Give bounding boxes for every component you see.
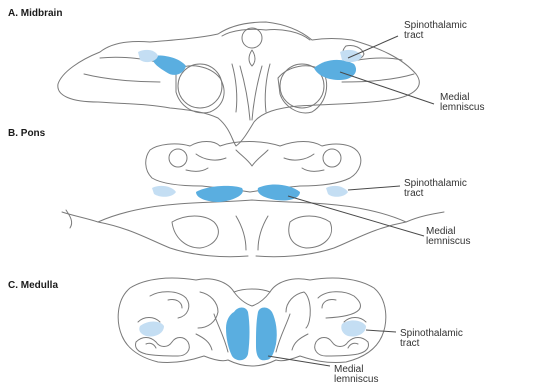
label-spinothalamic-medulla-line2: tract — [400, 338, 420, 349]
leader-medial-midbrain — [340, 72, 434, 104]
spinothalamic-tract-medulla-left — [139, 322, 164, 337]
label-spinothalamic-midbrain-line2: tract — [404, 30, 424, 41]
label-medial-pons-line2: lemniscus — [426, 236, 470, 247]
label-medial-medulla-line2: lemniscus — [334, 374, 378, 385]
spinothalamic-tract-medulla-right — [341, 320, 366, 336]
leader-spinothalamic-medulla — [366, 330, 396, 332]
label-medial-midbrain-line2: lemniscus — [440, 102, 484, 113]
panel-title-pons: B. Pons — [8, 128, 46, 139]
medial-lemniscus-pons-left — [196, 186, 243, 202]
spinothalamic-tract-pons-left — [152, 186, 176, 197]
panel-title-medulla: C. Medulla — [8, 280, 58, 291]
medial-lemniscus-medulla-left — [226, 308, 250, 361]
leader-spinothalamic-pons — [348, 186, 400, 190]
label-spinothalamic-pons-line2: tract — [404, 188, 424, 199]
panel-medulla: C. Medulla — [8, 278, 463, 385]
panel-midbrain: A. Midbrain — [8, 8, 484, 146]
medial-lemniscus-midbrain-left — [152, 55, 186, 74]
medial-lemniscus-midbrain-right — [314, 60, 356, 80]
panel-title-midbrain: A. Midbrain — [8, 8, 62, 19]
medial-lemniscus-medulla-right — [256, 308, 277, 361]
pons-section-drawing — [62, 142, 444, 257]
panel-pons: B. Pons — [8, 128, 470, 257]
spinothalamic-tract-pons-right — [326, 186, 348, 197]
midbrain-section-drawing — [58, 22, 419, 146]
